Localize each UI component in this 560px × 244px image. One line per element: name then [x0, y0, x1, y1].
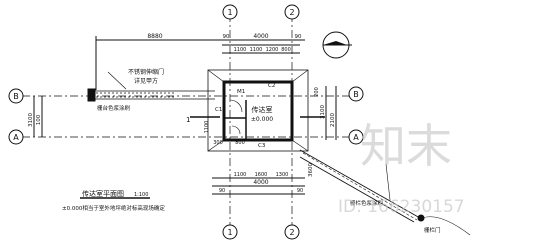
door-swing: [229, 99, 243, 113]
dim-bottom-d: 90: [219, 188, 225, 194]
axis-label-right-A: A: [353, 133, 359, 142]
axis-bubble-top-2: [284, 4, 300, 20]
axis-label-left-A: A: [13, 133, 19, 142]
dim-right-mid: 3600: [308, 163, 314, 177]
dim-top-sub-b: 1100: [250, 47, 263, 53]
roof-hip-2: [291, 69, 309, 83]
axis-label-bottom-1: 1: [227, 228, 232, 237]
railing-curve: [421, 216, 471, 236]
dim-bottom-c: 1300: [276, 172, 289, 178]
dim-bottom-a: 1100: [234, 172, 247, 178]
north-arrow-icon: [322, 31, 352, 59]
axis-bubble-left-B: [8, 88, 24, 104]
dim-right-ab: 3100: [320, 105, 326, 119]
axis-label-right-B: B: [353, 90, 359, 99]
axis-bubble-right-B: [348, 86, 364, 102]
dim-top-a: 90: [223, 34, 230, 40]
axis-bubble-right-A: [348, 129, 364, 145]
section-mark-label: 1: [186, 116, 190, 124]
elevation-note: ±0.000相当于室外地坪绝对标高现场确定: [62, 204, 165, 212]
gate-post-left: [87, 88, 96, 102]
railing-hatch: [302, 152, 418, 221]
axis-label-top-1: 1: [227, 8, 232, 17]
door-swing-2: [231, 125, 241, 135]
roof-hip-4: [291, 139, 309, 152]
dim-right-a: 2100: [330, 113, 336, 127]
door-c3-label: C3: [258, 143, 266, 149]
dim-top-sub-a: 1100: [234, 47, 247, 53]
gate-label-1: 不锈钢伸缩门: [128, 68, 164, 76]
dim-1100: 1100: [204, 121, 210, 134]
watermark-text: 知末: [360, 119, 452, 173]
stair-label: 栅栏色浆涂刷: [350, 199, 384, 207]
roof-hip-1: [207, 69, 225, 83]
axis-label-bottom-2: 2: [289, 228, 294, 237]
dim-door-lower: 300: [213, 140, 223, 146]
dim-bottom-total: 4000: [253, 179, 268, 186]
dim-left-ab: 3100: [28, 113, 34, 127]
gate-leader: [107, 71, 127, 90]
drawing-scale: 1:100: [134, 192, 148, 198]
door-c2-label: C2: [268, 83, 275, 89]
dim-top-c: 90: [295, 34, 302, 40]
roof-outline: [207, 69, 309, 152]
dim-bottom-e: 90: [297, 188, 303, 194]
axis-bubble-left-A: [8, 129, 24, 145]
watermark-id: ID: 166230157: [338, 197, 465, 217]
roof-hip-3: [207, 139, 225, 152]
room-walls: [222, 80, 294, 142]
room-name: 传达室: [252, 105, 273, 114]
small-label: 栅栏门: [424, 226, 441, 234]
axis-label-left-B: B: [13, 92, 19, 101]
dim-top-sub-d: 800: [281, 47, 291, 53]
axis-bubble-bottom-2: [284, 224, 300, 240]
gate-label-2: 详见甲方: [134, 77, 158, 85]
dim-right-top: 200: [314, 87, 320, 97]
dim-overall-left: 8880: [147, 33, 162, 40]
railing-leader: [385, 163, 391, 201]
axis-bubble-bottom-1: [222, 224, 238, 240]
room-elevation: ±0.000: [251, 116, 273, 123]
fence-label: 栅台色浆涂刷: [97, 104, 131, 112]
drawing-title: 传达室平面图: [82, 189, 124, 198]
railing-post: [417, 214, 425, 222]
door-m1-label: M1: [237, 89, 245, 95]
axis-label-top-2: 2: [289, 8, 294, 17]
dim-left-a: 100: [36, 114, 42, 125]
dim-top-b: 4000: [253, 33, 268, 40]
railing-line-2: [299, 156, 415, 223]
railing-line-1: [299, 149, 421, 219]
door-c1-label: C1: [215, 107, 222, 113]
dim-top-sub-c: 1200: [266, 47, 279, 53]
axis-bubble-top-1: [222, 4, 238, 20]
dim-door-lower-2: 800: [235, 140, 245, 146]
dim-bottom-b: 1600: [255, 172, 268, 178]
